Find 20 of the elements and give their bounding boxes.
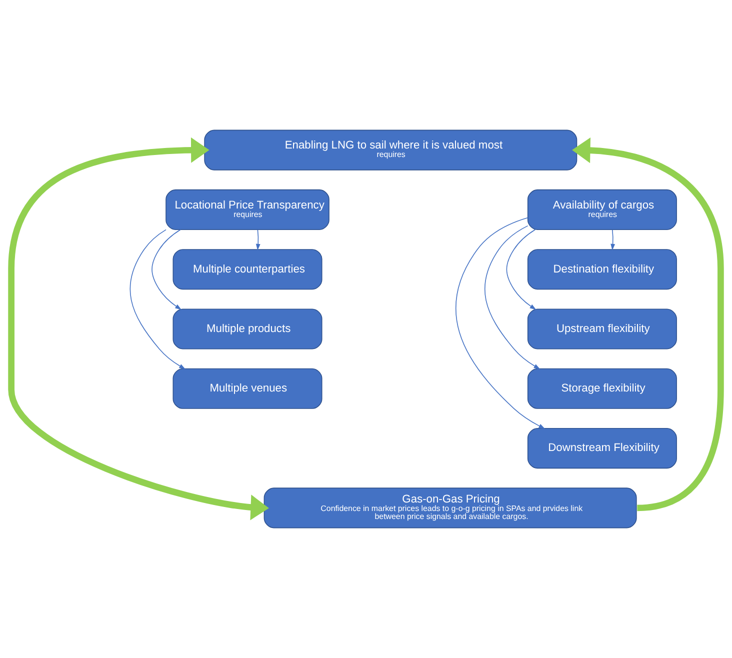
node-box: Multiple counterparties xyxy=(172,249,322,290)
arrow xyxy=(610,229,616,250)
arrow xyxy=(572,138,724,512)
arrow xyxy=(8,137,269,520)
arrow xyxy=(484,225,540,370)
arrow xyxy=(506,229,536,310)
arrow xyxy=(455,217,546,429)
arrow xyxy=(256,229,260,250)
node-box: Multiple venues xyxy=(172,368,322,409)
node-box: Upstream flexibility xyxy=(527,308,677,350)
arrow xyxy=(130,229,186,370)
node-box: Downstream Flexibility xyxy=(527,428,677,469)
node-box: Destination flexibility xyxy=(527,249,677,290)
node-box: Enabling LNG to sail where it is valued most requires xyxy=(204,130,578,170)
node-box: Multiple products xyxy=(172,308,322,350)
node-box: Availability of cargos requires xyxy=(527,189,677,230)
node-box: Storage flexibility xyxy=(527,368,677,409)
arrow xyxy=(152,229,182,310)
node-box: Locational Price Transparency requires xyxy=(166,189,330,230)
node-box: Gas-on-Gas Pricing Confidence in market prices leads to g-o-g pricing in SPAs and prvides link between price signals and available cargos. xyxy=(264,488,637,528)
